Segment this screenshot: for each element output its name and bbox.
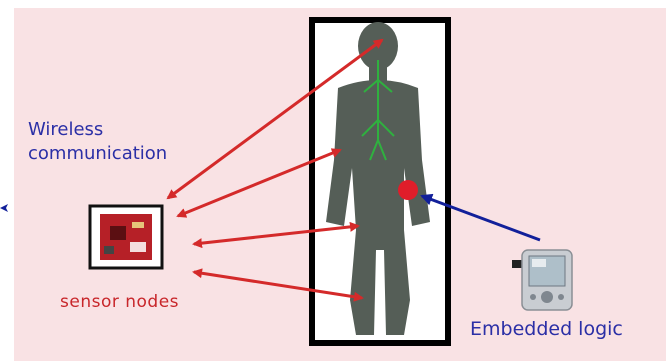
wireless-label-line2: communication <box>28 142 167 166</box>
embedded-logic-label: Embedded logic <box>470 318 623 340</box>
implant-dot-icon <box>398 180 418 200</box>
pda-device-icon <box>512 250 572 310</box>
wireless-label-line1: Wireless <box>28 118 167 142</box>
edge-arrow-stub <box>0 204 8 212</box>
sensor-circuit-board-icon <box>100 214 152 260</box>
sensor-nodes-label: sensor nodes <box>60 292 179 312</box>
wireless-communication-label: Wireless communication <box>28 118 167 166</box>
